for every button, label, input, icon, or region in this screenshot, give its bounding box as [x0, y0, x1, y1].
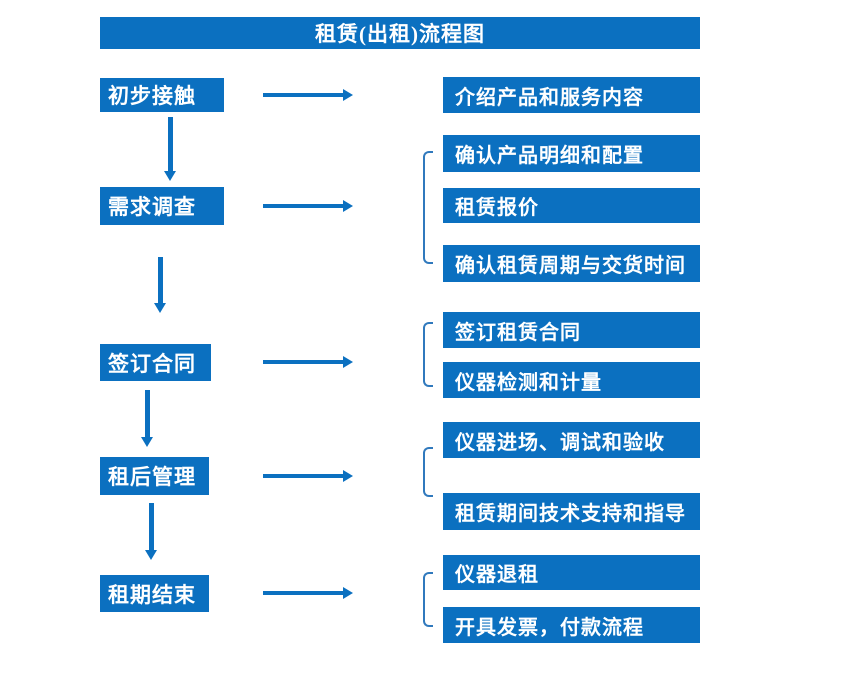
arrow-shaft [263, 360, 344, 364]
arrow-shaft [158, 257, 163, 304]
detail-box-invoice-payment: 开具发票，付款流程 [443, 607, 700, 643]
arrow-shaft [263, 591, 344, 595]
arrow-shaft [263, 93, 344, 97]
arrow-shaft [149, 503, 154, 551]
group-bracket [423, 322, 433, 387]
flow-arrow-right-icon [263, 356, 353, 368]
group-bracket [423, 151, 433, 264]
arrow-head [343, 470, 353, 482]
step-label: 初步接触 [108, 84, 196, 108]
group-bracket [423, 447, 433, 497]
page-title: 租赁(出租)流程图 [315, 22, 485, 46]
detail-label: 仪器进场、调试和验收 [455, 431, 665, 454]
arrow-shaft [263, 204, 344, 208]
step-label: 租期结束 [108, 582, 196, 607]
detail-box-instrument-return: 仪器退租 [443, 555, 700, 590]
flow-arrow-down-icon [145, 503, 158, 560]
arrow-shaft [263, 474, 344, 478]
flow-arrow-right-icon [263, 470, 353, 482]
group-bracket [423, 572, 433, 627]
detail-box-confirm-period-delivery: 确认租赁周期与交货时间 [443, 245, 700, 282]
detail-box-confirm-product-config: 确认产品明细和配置 [443, 135, 700, 172]
title-bar: 租赁(出租)流程图 [100, 17, 700, 49]
detail-box-sign-rental-contract: 签订租赁合同 [443, 312, 700, 348]
arrow-shaft [145, 390, 150, 438]
arrow-head [343, 356, 353, 368]
arrow-head [343, 200, 353, 212]
detail-box-instrument-entry-acceptance: 仪器进场、调试和验收 [443, 422, 700, 458]
step-label: 需求调查 [108, 195, 196, 219]
detail-box-introduce-products: 介绍产品和服务内容 [443, 77, 700, 113]
detail-label: 仪器退租 [455, 564, 539, 586]
flow-arrow-down-icon [154, 257, 167, 313]
arrow-head [154, 303, 166, 313]
step-box-demand-survey: 需求调查 [100, 187, 224, 225]
detail-label: 租赁报价 [455, 197, 539, 219]
arrow-head [145, 550, 157, 560]
step-box-initial-contact: 初步接触 [100, 78, 224, 112]
arrow-head [343, 587, 353, 599]
flow-arrow-right-icon [263, 89, 353, 101]
arrow-shaft [168, 117, 173, 172]
detail-box-instrument-testing: 仪器检测和计量 [443, 362, 700, 398]
detail-label: 介绍产品和服务内容 [455, 86, 644, 109]
detail-box-rental-quote: 租赁报价 [443, 188, 700, 223]
step-box-rental-end: 租期结束 [100, 575, 209, 612]
flow-arrow-down-icon [141, 390, 154, 447]
detail-label: 开具发票，付款流程 [455, 616, 644, 639]
detail-box-technical-support: 租赁期间技术支持和指导 [443, 493, 700, 530]
flow-arrow-right-icon [263, 587, 353, 599]
arrow-head [141, 437, 153, 447]
step-box-sign-contract: 签订合同 [100, 344, 211, 381]
detail-label: 仪器检测和计量 [455, 371, 602, 394]
detail-label: 租赁期间技术支持和指导 [455, 503, 686, 525]
flow-arrow-down-icon [164, 117, 177, 181]
arrow-head [343, 89, 353, 101]
arrow-head [164, 171, 176, 181]
step-label: 租后管理 [108, 465, 196, 489]
flow-arrow-right-icon [263, 200, 353, 212]
step-label: 签订合同 [108, 351, 196, 376]
step-box-post-rental-management: 租后管理 [100, 457, 209, 495]
detail-label: 签订租赁合同 [455, 321, 581, 344]
detail-label: 确认租赁周期与交货时间 [455, 255, 686, 277]
detail-label: 确认产品明细和配置 [455, 145, 644, 167]
